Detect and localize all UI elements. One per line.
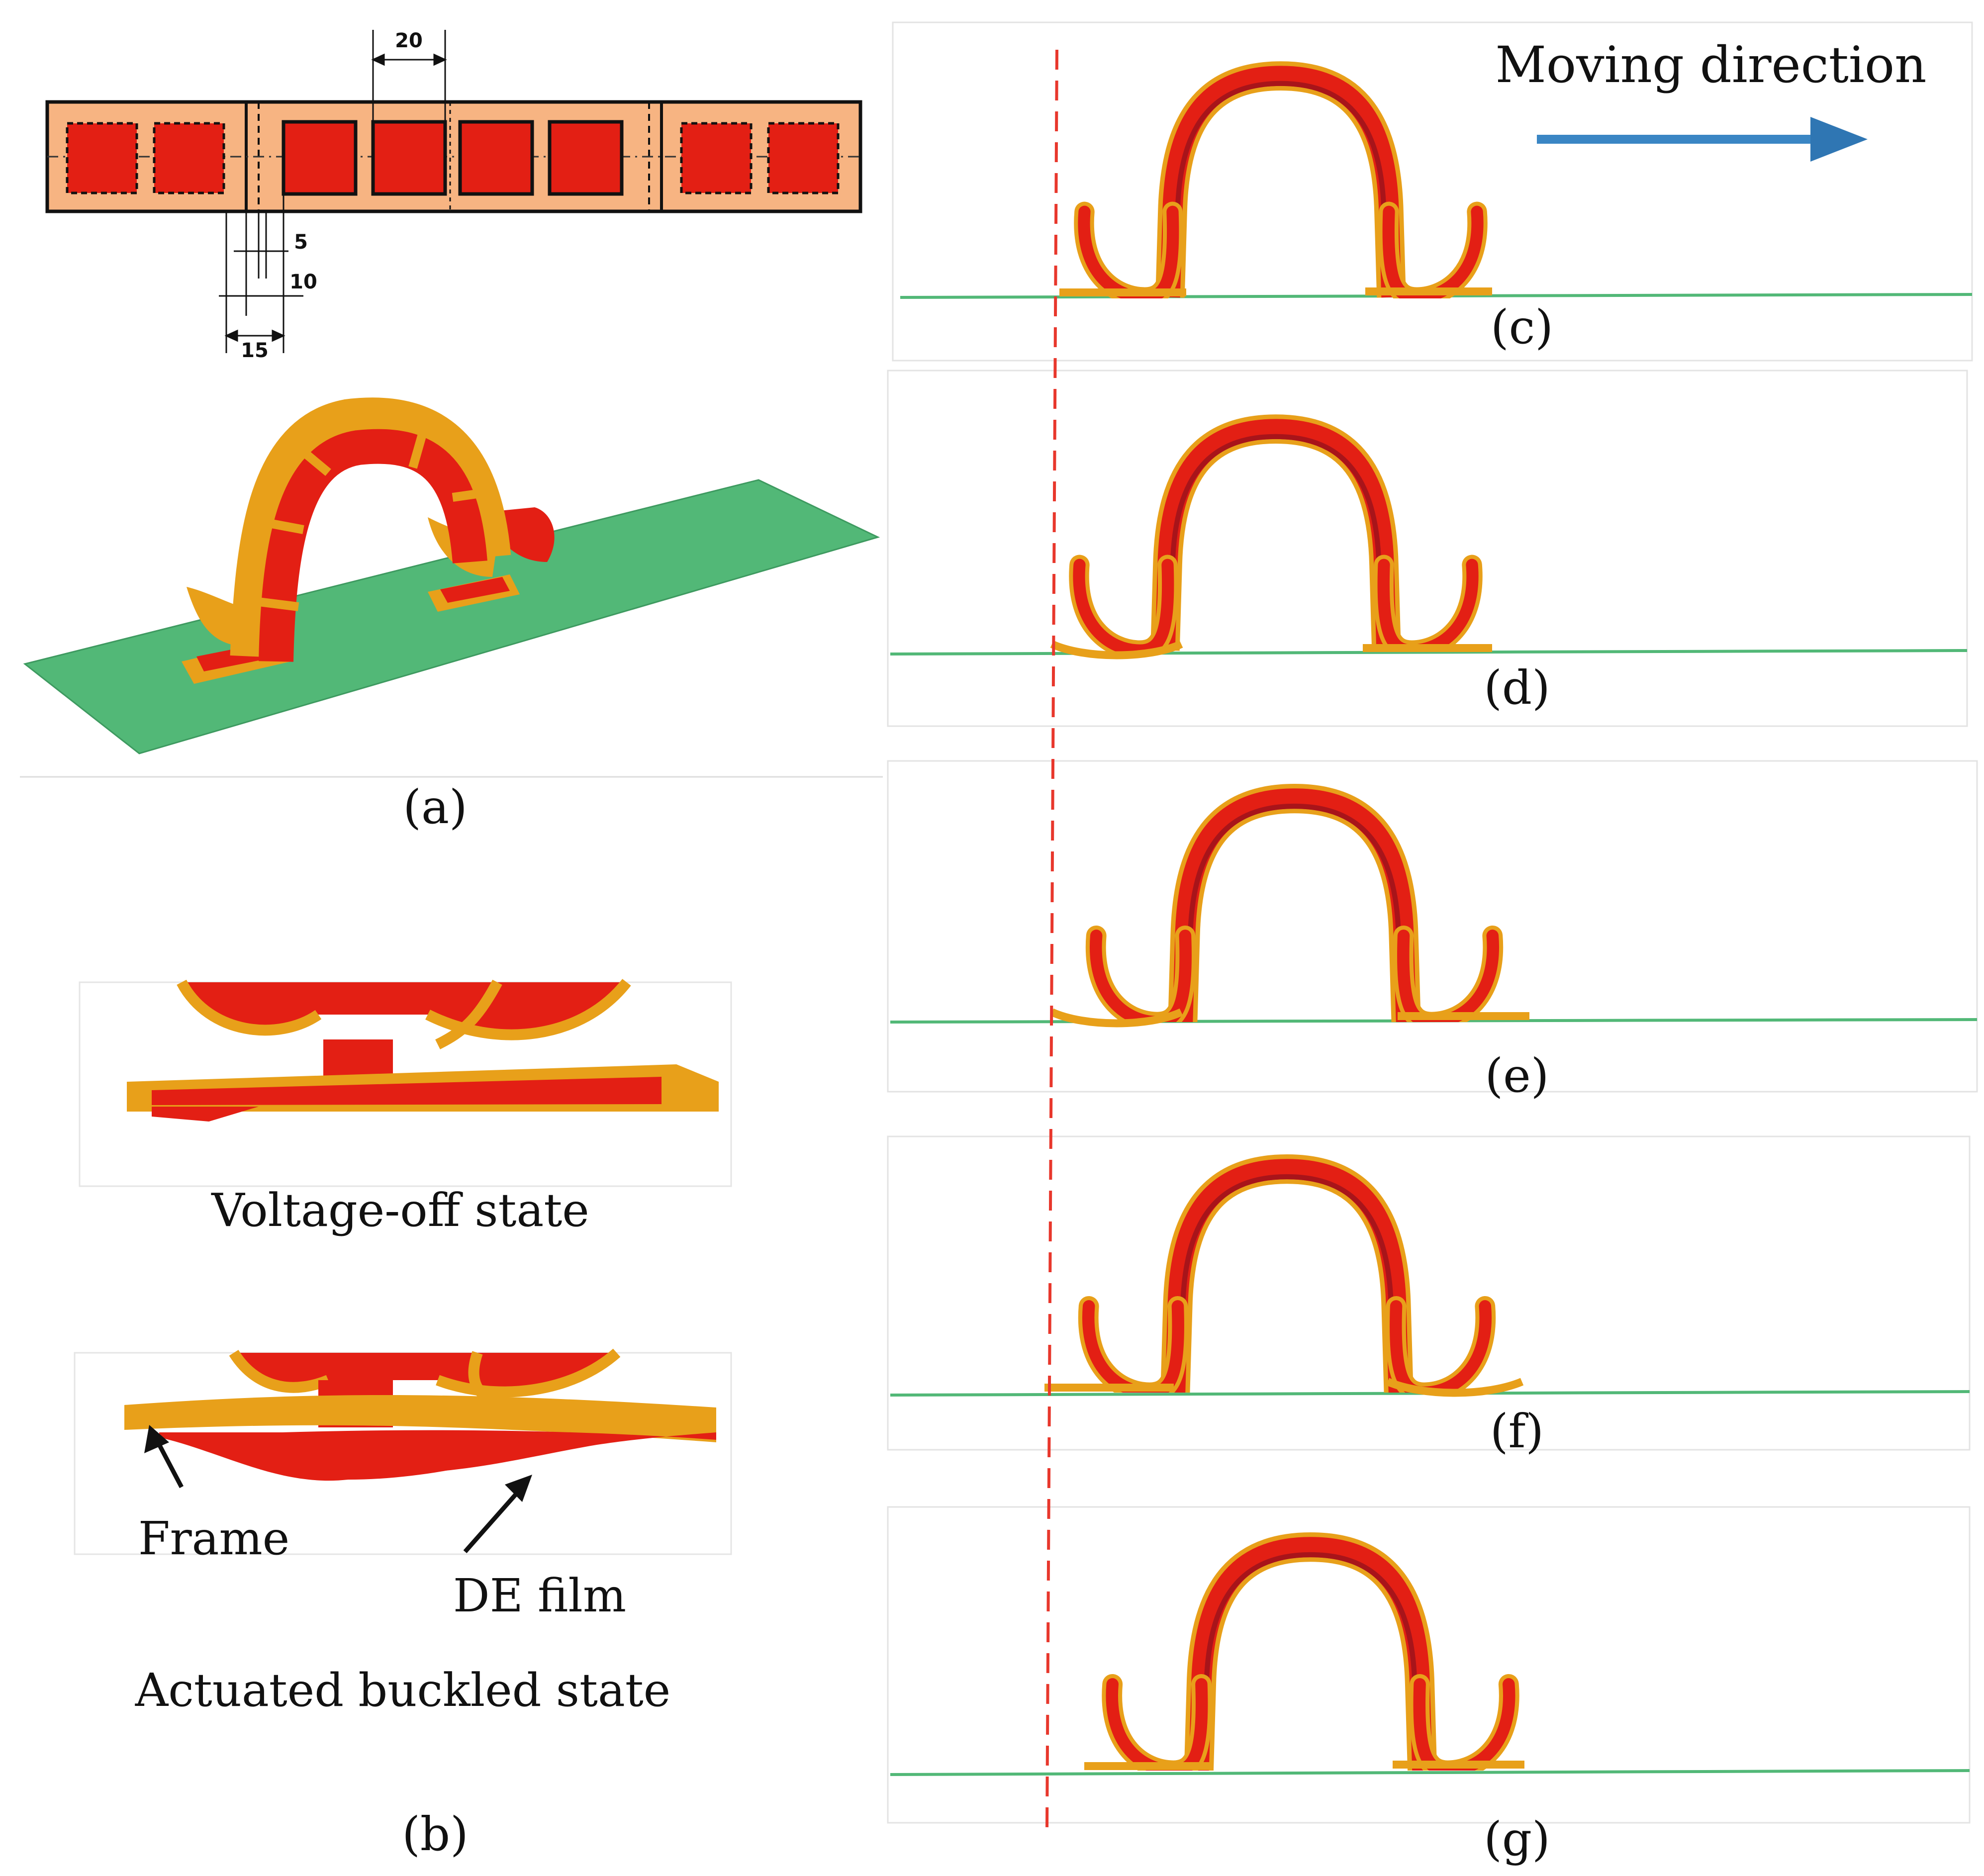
caption-f: (f) xyxy=(1490,1405,1544,1459)
caption-g: (g) xyxy=(1484,1812,1550,1867)
moving-direction-label: Moving direction xyxy=(1495,36,1926,94)
caption-e: (e) xyxy=(1485,1049,1549,1103)
panel-a-3d-robot xyxy=(23,397,880,754)
caption-c: (c) xyxy=(1491,300,1553,355)
moving-direction-arrow xyxy=(1537,117,1868,162)
panel-b-caption: (b) xyxy=(402,1807,469,1862)
panel-a-dimensions xyxy=(219,30,447,353)
actuated-buckled-label: Actuated buckled state xyxy=(135,1664,670,1717)
panel-a-caption: (a) xyxy=(403,780,467,835)
caption-d: (d) xyxy=(1484,661,1550,715)
sequence-panels xyxy=(887,21,1978,1824)
panel-a-layout xyxy=(45,100,862,213)
robot-frame-d xyxy=(1050,429,1492,659)
dimension-20: 20 xyxy=(395,29,423,52)
robot-frame-e xyxy=(1050,799,1529,1028)
de-film-label: DE film xyxy=(453,1569,626,1622)
voltage-off-label: Voltage-off state xyxy=(211,1184,589,1237)
dimension-5: 5 xyxy=(294,231,308,254)
robot-frame-g xyxy=(1084,1547,1524,1771)
robot-frame-c xyxy=(1059,76,1492,297)
panel-b-voltage-off xyxy=(79,979,732,1187)
robot-frame-f xyxy=(1044,1169,1524,1397)
dimension-10: 10 xyxy=(289,271,317,293)
dimension-15: 15 xyxy=(241,339,269,362)
panel-b-actuated xyxy=(74,1348,732,1555)
frame-label: Frame xyxy=(138,1512,289,1565)
reference-line xyxy=(1045,49,1058,1831)
